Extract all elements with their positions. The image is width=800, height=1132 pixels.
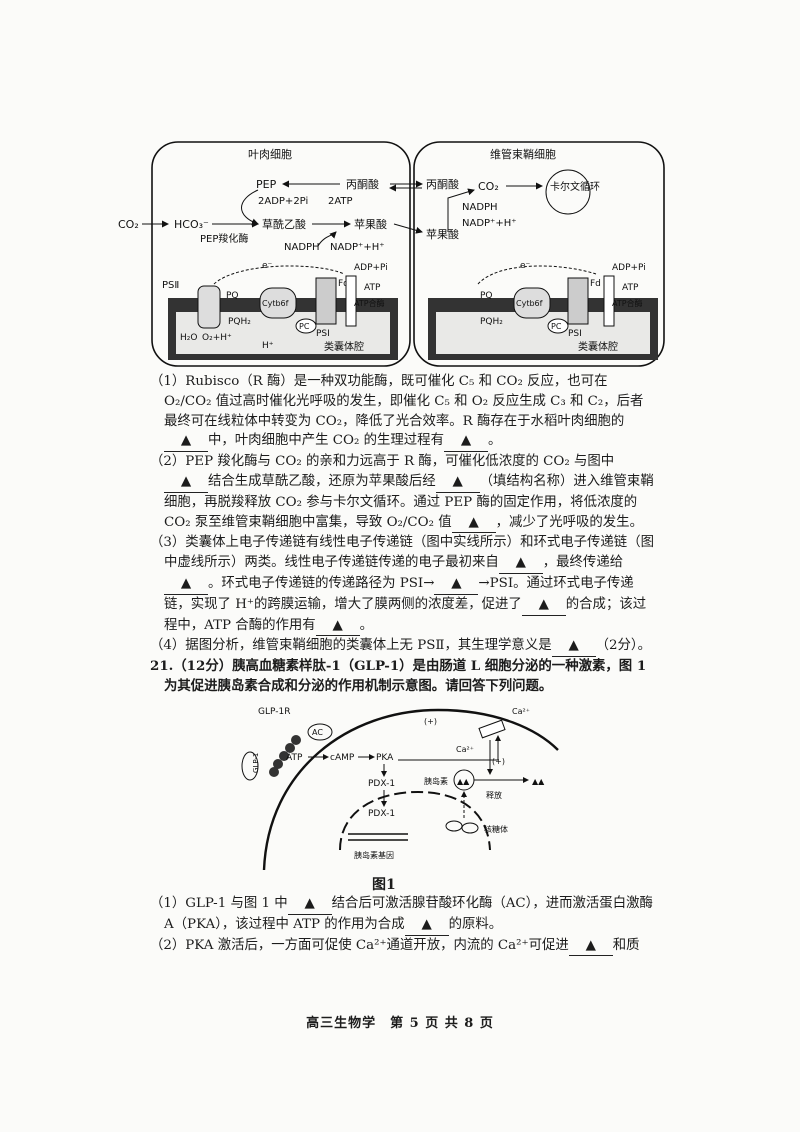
bundle-sheath-title: 维管束鞘细胞 [490,147,556,161]
c4-photosynthesis-diagram: 叶肉细胞 维管束鞘细胞 PEP 丙酮酸 2ADP+2Pi 2ATP CO₂ HC… [118,141,665,367]
bundle-sheath-cell-box [413,141,665,367]
label-pq: PQ [226,291,239,301]
page-footer: 高三生物学 第 5 页 共 8 页 [306,1016,494,1031]
label-ribosome: 核糖体 [484,824,508,834]
label-malate: 苹果酸 [354,217,387,231]
label-pc: PC [299,322,310,331]
label-oxaloacetate: 草酰乙酸 [262,217,306,231]
label-hco3: HCO₃⁻ [174,218,209,231]
label-fd-right: Fd [590,279,601,289]
label-atp-synthase-right: ATP合酶 [612,298,643,308]
question-21-intro: 21.（12分）胰高血糖素样肽-1（GLP-1）是由肠道 L 细胞分泌的一种激素… [150,658,647,694]
label-pqh2: PQH₂ [228,317,251,327]
question-21-1: （1）GLP-1 与图 1 中▲结合后可激活腺苷酸环化酶（AC），进而激活蛋白激… [150,894,655,936]
label-fd: Fd [338,279,349,289]
label-ca-in: Ca²⁺ [456,745,474,754]
label-pqh2-right: PQH₂ [480,317,503,327]
label-atp-right: ATP [622,283,639,293]
question-21-2: （2）PKA 激活后，一方面可促使 Ca²⁺通道开放，内流的 Ca²⁺可促进▲和… [150,936,655,957]
label-lumen-right: 类囊体腔 [578,340,618,353]
cell-membrane [262,708,559,870]
label-o2h: O₂+H⁺ [202,333,232,343]
label-pyruvate-right: 丙酮酸 [426,177,459,191]
label-pka: PKA [376,753,394,763]
label-camp: cAMP [330,753,355,763]
label-h-plus: H⁺ [262,341,274,351]
label-h2o: H₂O [180,333,197,343]
label-co2-right: CO₂ [478,180,499,193]
label-atp-fig2: ATP [286,753,303,763]
label-glp1: GLP-1 [252,753,260,773]
label-nadp-right: NADP⁺+H⁺ [462,218,517,229]
label-pdx1-nucleus: PDX-1 [368,809,395,819]
question-block-20: （1）Rubisco（R 酶）是一种双功能酶，既可催化 C₅ 和 CO₂ 反应，… [150,372,655,697]
figure-caption: 图1 [372,877,396,893]
label-atp-synthase: ATP合酶 [354,298,385,308]
label-ac: AC [312,728,323,737]
label-lumen-left: 类囊体腔 [324,340,364,353]
label-adp-pi-right: ADP+Pi [612,263,646,273]
question-20-4: （4）据图分析，维管束鞘细胞的类囊体上无 PSⅡ，其生理学意义是▲（2分）。 [150,636,655,658]
label-nadp: NADP⁺+H⁺ [330,242,385,253]
label-malate-right: 苹果酸 [426,227,459,241]
label-calvin: 卡尔文循环 [550,180,600,193]
label-psi-right: PSⅠ [568,329,582,339]
label-pdx1: PDX-1 [368,779,395,789]
question-20-3: （3）类囊体上电子传递链有线性电子传递链（图中实线所示）和环式电子传递链（图中虚… [150,533,655,637]
label-pyruvate: 丙酮酸 [346,177,379,191]
glp1-mechanism-diagram: GLP-1R GLP-1 AC ATP cAMP PKA PDX-1 PDX-1… [241,707,559,870]
label-pep-enzyme: PEP羧化酶 [200,232,248,245]
label-plus-2: (+) [492,757,505,766]
label-psii: PSⅡ [162,280,179,291]
label-adp-pi: ADP+Pi [354,263,388,273]
label-pc-right: PC [551,322,562,331]
label-atp: ATP [364,283,381,293]
label-co2: CO₂ [118,218,139,231]
label-plus-1: (+) [424,717,437,726]
label-insulin: 胰岛素 [424,776,448,786]
label-ca-out: Ca²⁺ [512,707,530,716]
label-e-minus-right: e⁻ [520,261,531,271]
label-release: 释放 [486,790,502,800]
label-pq-right: PQ [480,291,493,301]
nuclear-membrane [339,790,491,851]
label-2atp: 2ATP [328,196,353,207]
label-cytb6f: Cytb6f [262,299,289,308]
question-20-2: （2）PEP 羧化酶与 CO₂ 的亲和力远高于 R 酶，可催化低浓度的 CO₂ … [150,452,655,534]
label-psi: PSⅠ [316,329,330,339]
question-block-21: （1）GLP-1 与图 1 中▲结合后可激活腺苷酸环化酶（AC），进而激活蛋白激… [150,894,655,957]
svg-text:▲▲: ▲▲ [457,777,470,786]
question-20-1: （1）Rubisco（R 酶）是一种双功能酶，既可催化 C₅ 和 CO₂ 反应，… [150,372,655,453]
label-cytb6f-right: Cytb6f [516,299,543,308]
label-nadph-right: NADPH [462,202,498,213]
label-nadph: NADPH [284,242,320,253]
mesophyll-cell-box [151,141,411,367]
label-2adp: 2ADP+2Pi [258,196,308,207]
label-insulin-gene: 胰岛素基因 [354,850,394,860]
svg-text:▲▲: ▲▲ [532,777,545,786]
label-e-minus: e⁻ [262,261,273,271]
label-glp1r: GLP-1R [258,707,290,717]
mesophyll-title: 叶肉细胞 [248,148,292,161]
label-pep: PEP [256,178,277,191]
